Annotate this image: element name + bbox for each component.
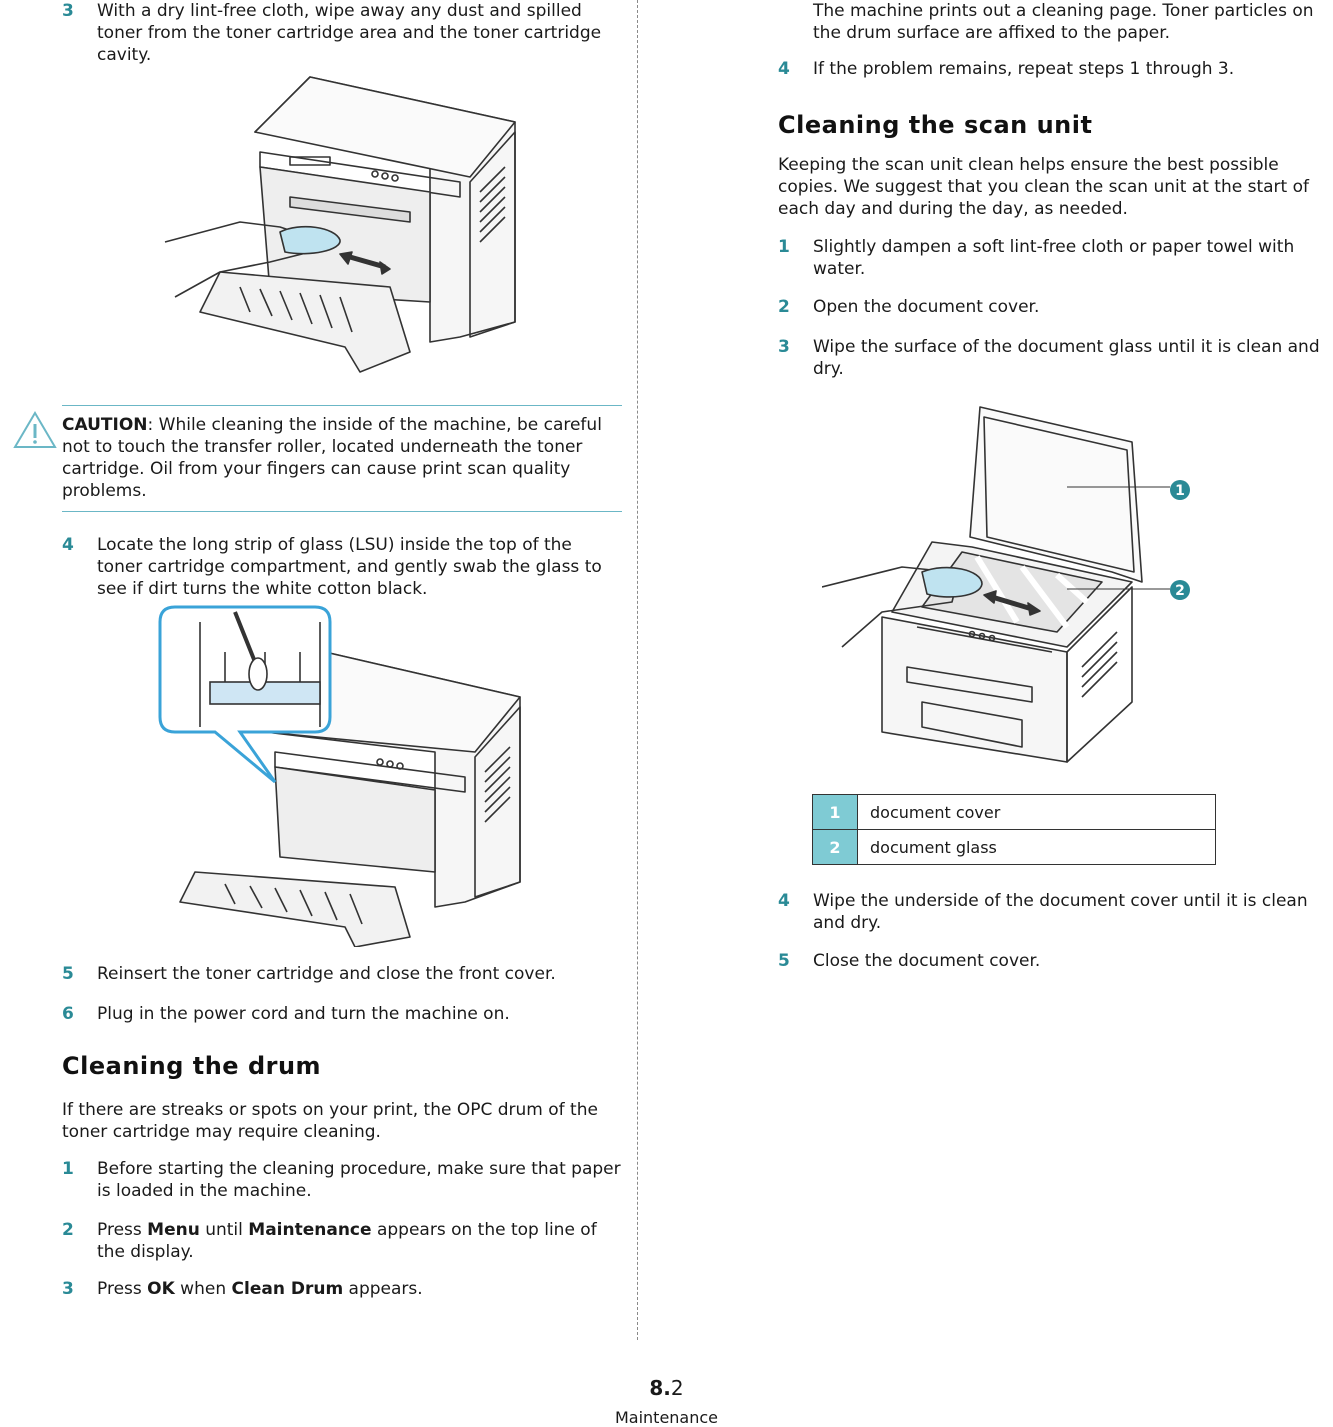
callout-1: 1: [1175, 483, 1185, 499]
caution-label: CAUTION: [62, 415, 148, 435]
step-number: 4: [778, 891, 790, 911]
step-text: Wipe the underside of the document cover…: [813, 891, 1308, 933]
section-heading-drum: Cleaning the drum: [62, 1052, 322, 1080]
step-number: 3: [778, 337, 790, 357]
step-number: 5: [62, 964, 74, 984]
ok-key-label: OK: [147, 1279, 175, 1299]
menu-key-label: Menu: [147, 1220, 200, 1240]
step-number: 4: [62, 535, 74, 555]
caution-text: : While cleaning the inside of the machi…: [62, 415, 602, 501]
step-number: 2: [778, 297, 790, 317]
scan-unit-cleaning-illustration: 1 2: [822, 406, 1190, 763]
legend-label: document glass: [857, 829, 1216, 865]
step-number: 5: [778, 951, 790, 971]
step-text: If the problem remains, repeat steps 1 t…: [813, 59, 1235, 79]
step-number: 1: [62, 1159, 74, 1179]
step-number: 6: [62, 1004, 74, 1024]
step-number: 1: [778, 237, 790, 257]
legend-number: 1: [812, 794, 858, 830]
column-divider: [637, 0, 638, 1340]
caution-bottom-rule: [62, 511, 622, 512]
step-number: 3: [62, 1279, 74, 1299]
step-text: With a dry lint-free cloth, wipe away an…: [97, 1, 602, 65]
caution-note: CAUTION: While cleaning the inside of th…: [62, 414, 622, 502]
legend-number: 2: [812, 829, 858, 865]
caution-icon: [13, 411, 57, 448]
step-text: Locate the long strip of glass (LSU) ins…: [97, 535, 602, 599]
callout-legend-table: 1 document cover 2 document glass: [812, 794, 1216, 865]
step-number: 3: [62, 1, 74, 21]
printer-wiping-illustration: [164, 76, 516, 373]
table-row: 1 document cover: [812, 794, 1216, 830]
scan-intro: Keeping the scan unit clean helps ensure…: [778, 155, 1309, 219]
section-heading-scan-unit: Cleaning the scan unit: [778, 111, 1093, 139]
legend-label: document cover: [857, 794, 1216, 830]
step-text: Before starting the cleaning procedure, …: [97, 1159, 621, 1201]
step-text: Open the document cover.: [813, 297, 1040, 317]
step-text: Reinsert the toner cartridge and close t…: [97, 964, 556, 984]
drum-intro: If there are streaks or spots on your pr…: [62, 1100, 598, 1142]
clean-drum-label: Clean Drum: [231, 1279, 344, 1299]
caution-top-rule: [62, 405, 622, 406]
step-text: Slightly dampen a soft lint-free cloth o…: [813, 237, 1295, 279]
step-text: Press Menu until Maintenance appears on …: [97, 1220, 597, 1262]
section-name: Maintenance: [614, 1408, 719, 1427]
step-number: 4: [778, 59, 790, 79]
step-number: 2: [62, 1220, 74, 1240]
step-text: Close the document cover.: [813, 951, 1041, 971]
step-text: Plug in the power cord and turn the mach…: [97, 1004, 510, 1024]
continued-text: The machine prints out a cleaning page. …: [813, 1, 1314, 43]
step-text: Wipe the surface of the document glass u…: [813, 337, 1320, 379]
page-number: 8.2: [649, 1376, 684, 1400]
maintenance-label: Maintenance: [248, 1220, 372, 1240]
table-row: 2 document glass: [812, 829, 1216, 865]
lsu-swab-illustration: [158, 605, 521, 947]
callout-2: 2: [1175, 583, 1185, 599]
step-text: Press OK when Clean Drum appears.: [97, 1279, 423, 1299]
